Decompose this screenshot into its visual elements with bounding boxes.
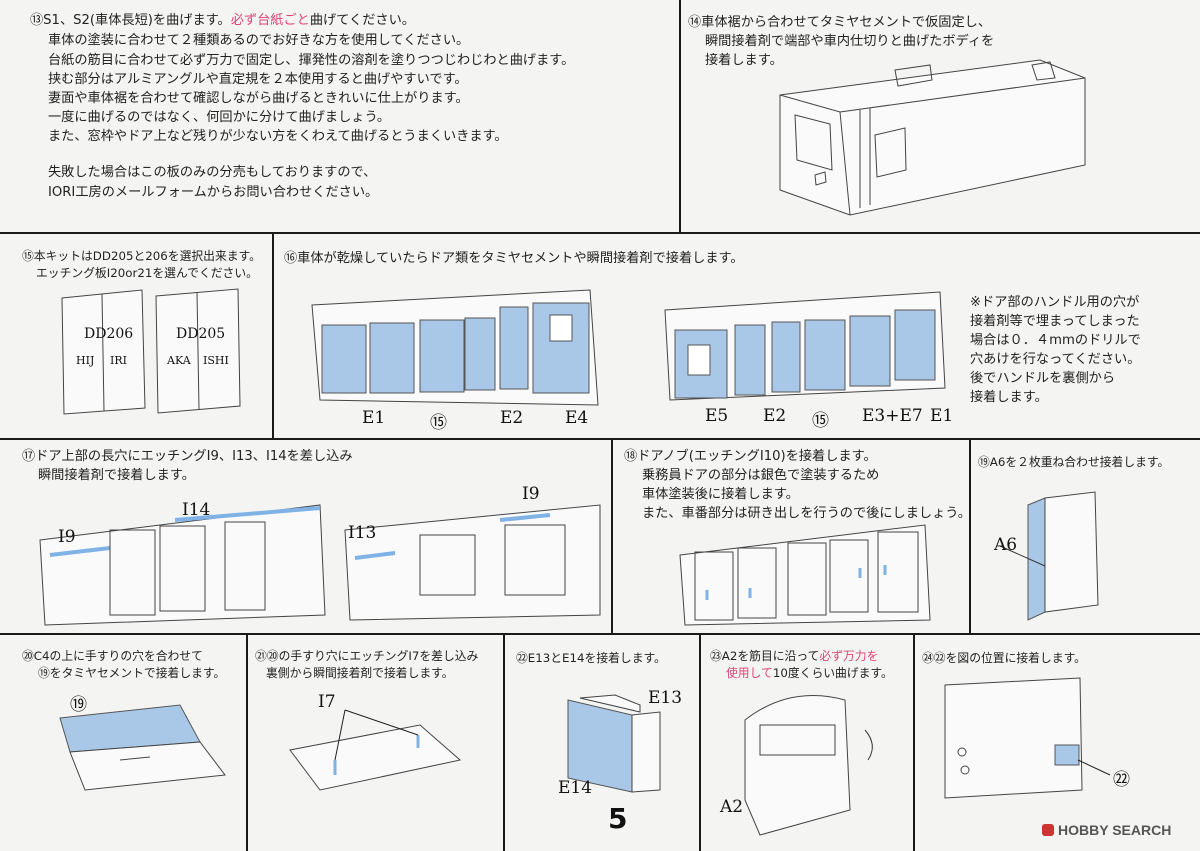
plate1-number: DD206 xyxy=(84,326,134,342)
step13-line: 妻面や車体裾を合わせて確認しながら曲げるときれいに仕上がります。 xyxy=(48,91,469,106)
label-i13: I13 xyxy=(348,523,377,543)
step22-line: ㉒E13とE14を接着します。 xyxy=(516,651,666,665)
label-a6: A6 xyxy=(994,535,1018,555)
label-i7: I7 xyxy=(318,692,336,712)
divider-s20-s21 xyxy=(246,633,248,851)
step16-note: 接着剤等で埋まってしまった xyxy=(970,314,1140,329)
step13-fail-line: IORI工房のメールフォームからお問い合わせください。 xyxy=(48,185,379,200)
label-e1-right: E1 xyxy=(930,406,954,426)
label-e4: E4 xyxy=(565,408,589,428)
step18-line: 車体塗装後に接着します。 xyxy=(642,487,799,502)
step23-line2: 使用して10度くらい曲げます。 xyxy=(726,666,893,680)
plate2-right: ISHI xyxy=(203,354,229,367)
divider-s18-s19 xyxy=(969,438,971,633)
step13-line: 台紙の筋目に合わせて必ず万力で固定し、揮発性の溶剤を塗りつつじわじわと曲げます。 xyxy=(48,53,575,68)
label-e13: E13 xyxy=(648,688,683,708)
label-19: ⑲ xyxy=(70,695,87,715)
step17-line: 瞬間接着剤で接着します。 xyxy=(38,468,195,483)
step21-line: ㉑⑳の手すり穴にエッチングI7を差し込み xyxy=(255,649,479,663)
divider-row1 xyxy=(0,232,1200,234)
step13-line: 車体の塗装に合わせて２種類あるのでお好きな方を使用してください。 xyxy=(48,33,470,48)
step13-fail-line: 失敗した場合はこの板のみの分売もしておりますので、 xyxy=(48,165,377,180)
step20-line: ⑲をタミヤセメントで接着します。 xyxy=(38,666,226,680)
step16-line: ⑯車体が乾燥していたらドア類をタミヤセメントや瞬間接着剤で接着します。 xyxy=(284,251,744,266)
step18-line: 乗務員ドアの部分は銀色で塗装するため xyxy=(642,468,880,483)
step14-line: ⑭車体裾から合わせてタミヤセメントで仮固定し、 xyxy=(688,15,992,30)
step19-line: ⑲A6を２枚重ね合わせ接着します。 xyxy=(978,455,1170,469)
label-15-left: ⑮ xyxy=(430,413,447,433)
divider-s15-s16 xyxy=(272,232,274,438)
divider-s13-s14 xyxy=(679,0,681,232)
divider-s23-s24 xyxy=(913,633,915,851)
step13-line: また、窓枠やドア上など残りが少ない方をくわえて曲げるとうまくいきます。 xyxy=(48,129,508,144)
page-number: 5 xyxy=(608,802,628,835)
label-e2-left: E2 xyxy=(500,408,524,428)
step16-note: ※ドア部のハンドル用の穴が xyxy=(970,295,1140,310)
step16-note: 場合は０．４mmのドリルで xyxy=(970,333,1141,348)
label-e5: E5 xyxy=(705,406,729,426)
step13-line: 一度に曲げるのではなく、何回かに分けて曲げましょう。 xyxy=(48,110,391,125)
step13-line1: ⑬S1、S2(車体長短)を曲げます。必ず台紙ごと曲げてください。 xyxy=(30,13,415,28)
label-e14: E14 xyxy=(558,778,593,798)
label-i9-right: I9 xyxy=(522,484,540,504)
label-e3-e7: E3+E7 xyxy=(862,406,923,426)
step16-note: 後でハンドルを裏側から xyxy=(970,371,1116,386)
step16-note: 接着します。 xyxy=(970,390,1048,405)
label-22: ㉒ xyxy=(1113,770,1130,790)
label-e1-left: E1 xyxy=(362,408,386,428)
step14-line: 接着します。 xyxy=(705,53,783,68)
label-e2-right: E2 xyxy=(763,406,787,426)
step15-line: ⑮本キットはDD205と206を選択出来ます。 xyxy=(22,249,261,263)
step18-line: また、車番部分は研き出しを行うので後にしましょう。 xyxy=(642,506,971,521)
step14-line: 瞬間接着剤で端部や車内仕切りと曲げたボディを xyxy=(705,34,995,49)
divider-s21-s22 xyxy=(503,633,505,851)
step13-highlight: 必ず台紙ごと xyxy=(230,13,310,28)
step18-line: ⑱ドアノブ(エッチングI10)を接着します。 xyxy=(624,449,877,464)
label-15-right: ⑮ xyxy=(812,411,829,431)
step23-line1: ㉓A2を筋目に沿って必ず万力を xyxy=(710,649,879,663)
divider-s22-s23 xyxy=(699,633,701,851)
plate2-number: DD205 xyxy=(176,326,226,342)
watermark-text: HOBBY SEARCH xyxy=(1058,822,1172,838)
step21-line: 裏側から瞬間接着剤で接着します。 xyxy=(266,666,454,680)
divider-row2 xyxy=(0,438,1200,440)
divider-s17-s18 xyxy=(611,438,613,633)
plate2-left: AKA xyxy=(167,354,191,367)
body-shell-illustration xyxy=(779,59,1086,216)
label-a2: A2 xyxy=(720,797,744,817)
label-i9-left: I9 xyxy=(58,527,76,547)
step13-line: 挟む部分はアルミアングルや直定規を２本使用すると曲げやすいです。 xyxy=(48,72,468,87)
hobby-search-watermark: HOBBY SEARCH xyxy=(1042,822,1171,838)
step17-line: ⑰ドア上部の長穴にエッチングI9、I13、I14を差し込み xyxy=(22,449,353,464)
hobby-search-logo-icon xyxy=(1042,824,1054,836)
divider-row3 xyxy=(0,633,1200,635)
plate1-right: IRI xyxy=(110,354,127,367)
step24-line: ㉔㉒を図の位置に接着します。 xyxy=(922,651,1086,665)
step16-note: 穴あけを行なってください。 xyxy=(970,352,1141,367)
step20-line: ⑳C4の上に手すりの穴を合わせて xyxy=(22,649,203,663)
label-i14: I14 xyxy=(182,500,211,520)
plate1-left: HIJ xyxy=(76,354,95,367)
step15-line: エッチング板I20or21を選んでください。 xyxy=(36,266,258,280)
